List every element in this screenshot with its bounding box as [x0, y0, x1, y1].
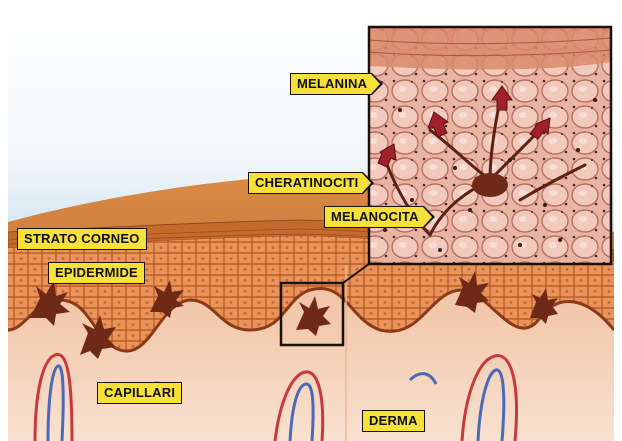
- magnified-inset: [369, 27, 611, 264]
- inset-melanocyte-body: [472, 173, 508, 197]
- label-strato-corneo: STRATO CORNEO: [17, 228, 147, 250]
- label-melanocita: MELANOCITA: [324, 206, 424, 228]
- label-capillari: CAPILLARI: [97, 382, 182, 404]
- label-cheratinociti: CHERATINOCITI: [248, 172, 363, 194]
- label-melanina: MELANINA: [290, 73, 372, 95]
- label-derma: DERMA: [362, 410, 425, 432]
- label-epidermide: EPIDERMIDE: [48, 262, 145, 284]
